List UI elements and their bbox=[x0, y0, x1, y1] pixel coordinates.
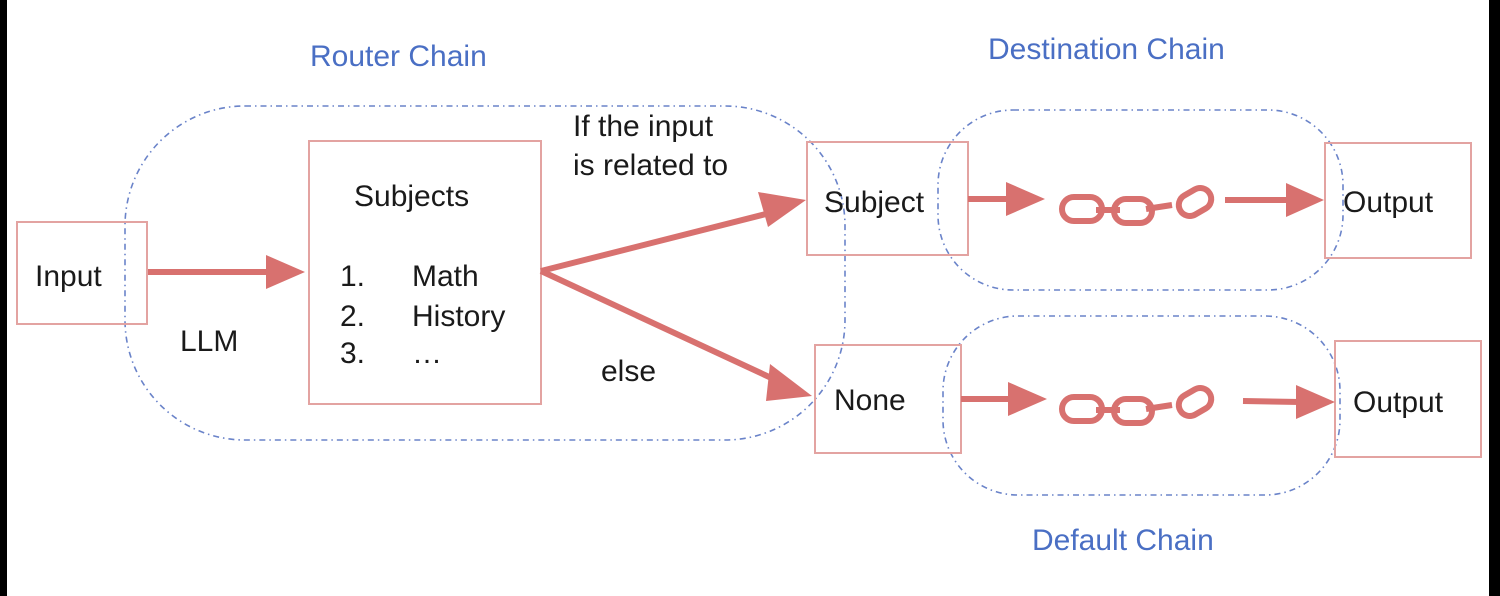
chain-link-icon bbox=[1059, 185, 1215, 226]
subject-item-3-number: 3. bbox=[340, 337, 365, 370]
diagram-canvas: Router Chain Destination Chain Default C… bbox=[7, 0, 1489, 596]
output-bottom-box bbox=[1334, 340, 1482, 458]
condition-label-line1: If the input bbox=[573, 110, 714, 143]
chain-link-icon bbox=[1059, 385, 1215, 426]
router-chain-diagram: Router Chain Destination Chain Default C… bbox=[16, 33, 1482, 557]
arrow-subject-to-chain bbox=[968, 182, 1045, 216]
subject-item-1-number: 1. bbox=[340, 260, 365, 293]
default-chain-title: Default Chain bbox=[1032, 524, 1214, 557]
arrow-none-to-chain bbox=[961, 382, 1047, 416]
router-chain-group bbox=[124, 105, 846, 441]
subject-item-3-label: … bbox=[412, 337, 442, 370]
destination-chain-title: Destination Chain bbox=[988, 33, 1225, 66]
output-bottom-label: Output bbox=[1353, 386, 1444, 419]
output-top-box bbox=[1324, 142, 1472, 259]
subjects-heading: Subjects bbox=[354, 180, 469, 213]
subject-item-2-label: History bbox=[412, 300, 505, 333]
arrow-chain-to-output-bottom bbox=[1242, 385, 1335, 419]
condition-label-line2: is related to bbox=[573, 149, 728, 182]
input-box bbox=[16, 221, 148, 325]
subject-label: Subject bbox=[824, 186, 925, 219]
none-label: None bbox=[834, 384, 906, 417]
subject-item-1-label: Math bbox=[412, 260, 479, 293]
else-label: else bbox=[601, 355, 656, 388]
llm-label: LLM bbox=[180, 325, 238, 358]
arrow-input-to-subjects bbox=[148, 255, 305, 289]
arrow-router-to-subject bbox=[540, 192, 806, 274]
default-chain-group bbox=[942, 315, 1341, 496]
arrow-router-to-none bbox=[539, 268, 812, 401]
output-top-label: Output bbox=[1343, 186, 1434, 219]
input-label: Input bbox=[35, 260, 102, 293]
arrow-chain-to-output-top bbox=[1225, 183, 1324, 217]
destination-chain-group bbox=[937, 109, 1344, 291]
subject-item-2-number: 2. bbox=[340, 300, 365, 333]
router-chain-title: Router Chain bbox=[310, 40, 487, 73]
